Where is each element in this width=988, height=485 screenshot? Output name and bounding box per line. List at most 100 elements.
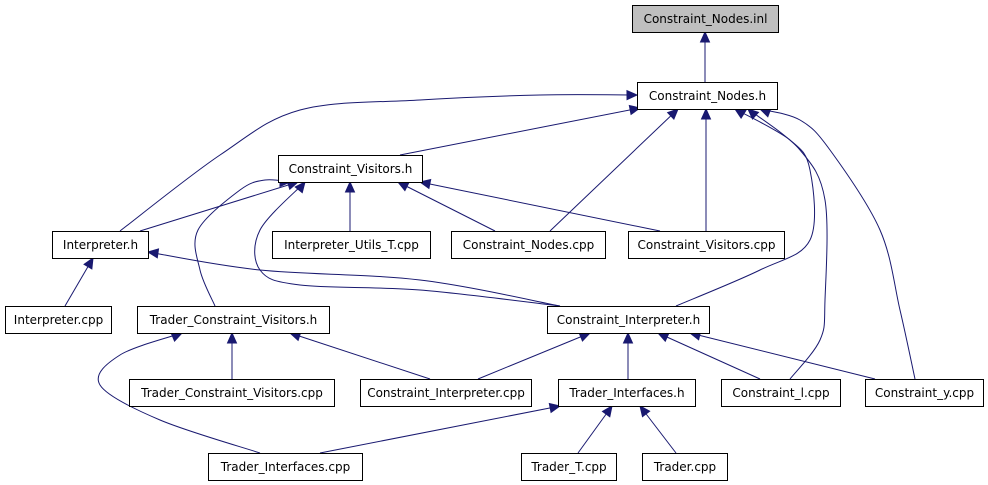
edge-constraint-l-cpp-to-constraint-interpreter-h xyxy=(656,332,761,380)
edge-constraint-nodes-cpp-to-constraint-visitors-h xyxy=(396,181,496,232)
node-label: Trader_Interfaces.cpp xyxy=(220,460,350,474)
node-box xyxy=(547,306,710,334)
node-trader-interfaces-h[interactable]: Trader_Interfaces.h xyxy=(558,379,696,407)
node-constraint-nodes-cpp[interactable]: Constraint_Nodes.cpp xyxy=(451,231,606,259)
arrowhead xyxy=(699,30,711,43)
node-label: Trader_Constraint_Visitors.cpp xyxy=(140,386,323,400)
arrowhead xyxy=(733,108,747,120)
edge-constraint-visitors-cpp-to-constraint-nodes-h xyxy=(700,107,712,231)
node-label: Interpreter.cpp xyxy=(14,313,103,327)
node-interpreter-cpp[interactable]: Interpreter.cpp xyxy=(5,306,112,334)
edge-line xyxy=(675,108,816,307)
node-label: Interpreter_Utils_T.cpp xyxy=(284,238,419,252)
node-label: Constraint_Visitors.h xyxy=(289,162,413,176)
node-box xyxy=(628,231,785,259)
arrowhead xyxy=(639,405,651,418)
edge-line xyxy=(119,94,638,232)
edge-trader-cpp-to-trader-interfaces-h xyxy=(639,405,677,454)
edge-trader-t-cpp-to-trader-interfaces-h xyxy=(577,405,613,454)
arrowhead xyxy=(666,108,679,121)
edge-interpreter-h-to-constraint-nodes-h xyxy=(119,89,639,232)
edge-line xyxy=(319,405,561,454)
node-box xyxy=(272,231,431,259)
node-constraint-y-cpp[interactable]: Constraint_y.cpp xyxy=(865,379,984,407)
node-label: Trader.cpp xyxy=(653,460,716,474)
arrowhead xyxy=(626,89,639,101)
node-interpreter-h[interactable]: Interpreter.h xyxy=(52,231,149,259)
edge-trader-interfaces-h-to-constraint-interpreter-h xyxy=(622,331,634,379)
arrowhead xyxy=(601,405,613,418)
node-constraint-visitors-cpp[interactable]: Constraint_Visitors.cpp xyxy=(628,231,785,259)
edge-line xyxy=(419,181,661,232)
edge-line xyxy=(657,332,761,380)
arrowhead xyxy=(344,180,356,193)
edge-interpreter-utils-t-cpp-to-constraint-visitors-h xyxy=(344,180,356,231)
node-box xyxy=(129,379,335,407)
node-box xyxy=(137,306,330,334)
node-constraint-visitors-h[interactable]: Constraint_Visitors.h xyxy=(278,155,423,183)
node-label: Interpreter.h xyxy=(63,238,138,252)
node-label: Trader_T.cpp xyxy=(530,460,606,474)
node-box xyxy=(521,453,617,481)
node-label: Constraint_Interpreter.h xyxy=(557,313,700,327)
nodes-layer: Constraint_Nodes.inlConstraint_Nodes.hCo… xyxy=(5,5,984,481)
edge-interpreter-h-to-constraint-visitors-h xyxy=(139,180,300,232)
edge-line xyxy=(289,332,431,380)
node-label: Constraint_l.cpp xyxy=(732,386,829,400)
node-label: Constraint_Nodes.inl xyxy=(644,12,768,26)
edge-line xyxy=(254,181,561,307)
edge-line xyxy=(689,332,876,380)
node-box xyxy=(451,231,606,259)
edge-constraint-nodes-h-to-constraint-nodes-inl xyxy=(699,30,711,82)
node-label: Constraint_y.cpp xyxy=(875,386,974,400)
node-box xyxy=(721,379,841,407)
arrowhead xyxy=(548,402,562,414)
arrowhead xyxy=(294,181,306,194)
edge-line xyxy=(97,332,261,454)
edge-line xyxy=(399,107,641,156)
arrowhead xyxy=(656,332,670,343)
node-trader-t-cpp[interactable]: Trader_T.cpp xyxy=(521,453,617,481)
arrowhead xyxy=(170,332,184,342)
node-label: Constraint_Nodes.h xyxy=(649,89,766,103)
edge-constraint-nodes-cpp-to-constraint-nodes-h xyxy=(549,108,679,232)
edge-line xyxy=(747,108,828,380)
node-constraint-interpreter-cpp[interactable]: Constraint_Interpreter.cpp xyxy=(360,379,532,407)
edge-trader-constraint-visitors-cpp-to-trader-constraint-visitors-h xyxy=(226,331,238,379)
edge-constraint-visitors-cpp-to-constraint-visitors-h xyxy=(418,178,661,232)
node-constraint-nodes-inl: Constraint_Nodes.inl xyxy=(632,5,779,33)
node-constraint-l-cpp[interactable]: Constraint_l.cpp xyxy=(721,379,841,407)
edge-line xyxy=(194,179,291,307)
edge-line xyxy=(759,108,916,380)
edge-constraint-visitors-h-to-constraint-nodes-h xyxy=(399,104,642,156)
node-interpreter-utils-t-cpp[interactable]: Interpreter_Utils_T.cpp xyxy=(272,231,431,259)
edge-constraint-interpreter-h-to-constraint-visitors-h xyxy=(254,181,561,307)
node-box xyxy=(558,379,696,407)
edge-line xyxy=(549,108,679,232)
edge-constraint-interpreter-h-to-constraint-nodes-h xyxy=(675,108,816,307)
edge-interpreter-cpp-to-interpreter-h xyxy=(64,256,94,307)
node-constraint-nodes-h[interactable]: Constraint_Nodes.h xyxy=(637,82,778,110)
edge-line xyxy=(477,332,591,380)
node-label: Trader_Constraint_Visitors.h xyxy=(149,313,318,327)
node-box xyxy=(52,231,149,259)
node-trader-constraint-visitors-cpp[interactable]: Trader_Constraint_Visitors.cpp xyxy=(129,379,335,407)
node-box xyxy=(5,306,112,334)
arrowhead xyxy=(146,248,160,259)
node-constraint-interpreter-h[interactable]: Constraint_Interpreter.h xyxy=(547,306,710,334)
arrowhead xyxy=(226,331,238,344)
arrowhead xyxy=(622,331,634,344)
node-label: Constraint_Visitors.cpp xyxy=(638,238,776,252)
node-trader-interfaces-cpp[interactable]: Trader_Interfaces.cpp xyxy=(208,453,363,481)
edge-constraint-y-cpp-to-constraint-interpreter-h xyxy=(688,330,876,380)
node-box xyxy=(278,155,423,183)
edge-trader-interfaces-cpp-to-trader-interfaces-h xyxy=(319,402,562,454)
edges-layer xyxy=(64,30,916,454)
node-trader-constraint-visitors-h[interactable]: Trader_Constraint_Visitors.h xyxy=(137,306,330,334)
edge-line xyxy=(147,251,561,307)
node-box xyxy=(632,5,779,33)
node-trader-cpp[interactable]: Trader.cpp xyxy=(642,453,728,481)
node-box xyxy=(637,82,778,110)
arrowhead xyxy=(747,108,760,120)
node-box xyxy=(360,379,532,407)
